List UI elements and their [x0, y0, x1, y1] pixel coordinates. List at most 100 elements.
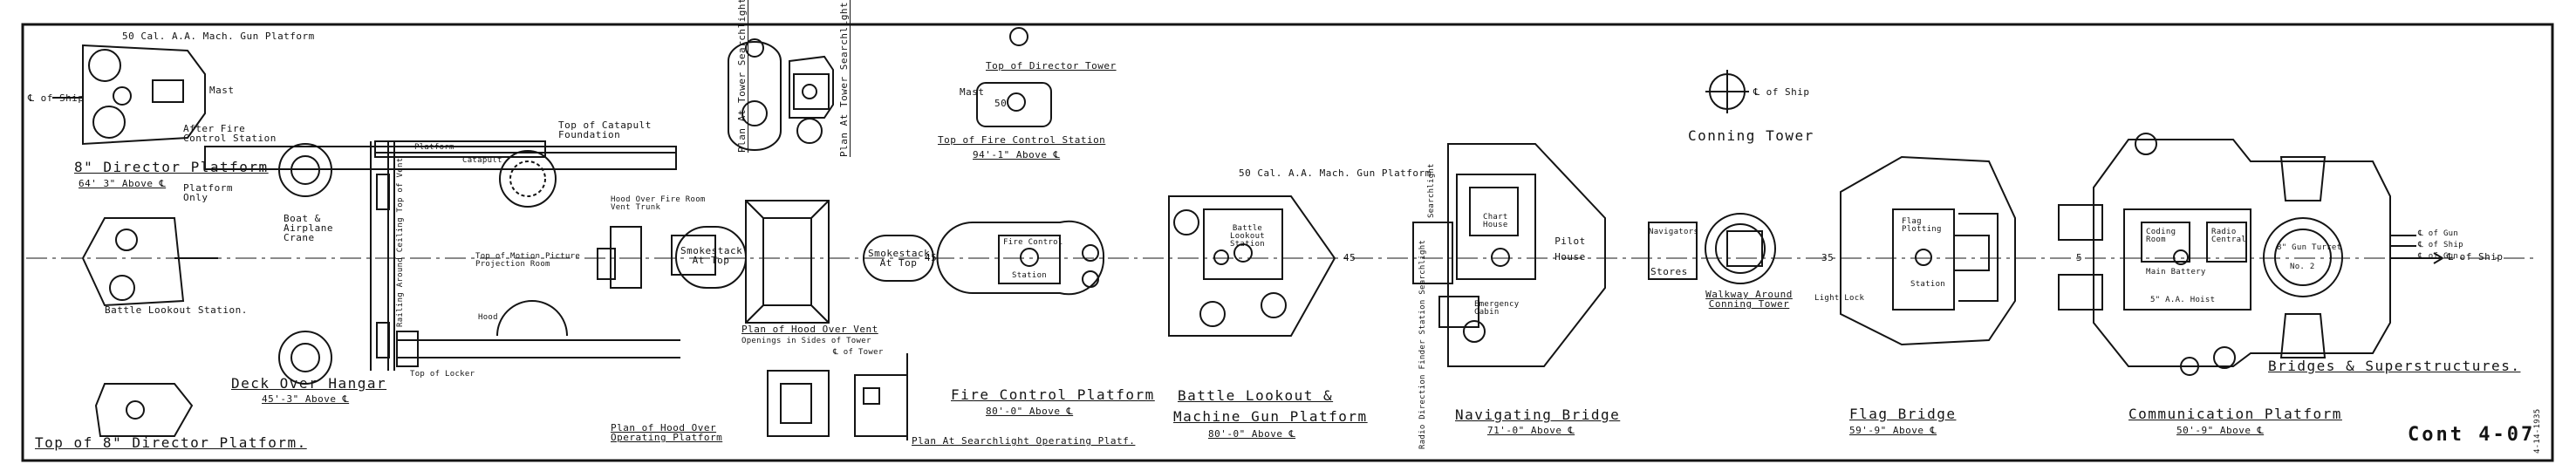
fire-control-dim-45: 45 — [925, 252, 938, 263]
after-fire-control-label: After Fire Control Station — [183, 123, 277, 144]
boat-crane-label: Boat & Airplane Crane — [284, 213, 333, 243]
radio-direction-label: Radio Direction Finder Station Searchlig… — [1418, 239, 1427, 449]
communication-platform-height: 50'-9" Above ℄ — [2176, 425, 2265, 436]
stores-label: Stores — [1650, 266, 1688, 277]
platform-only-label: Platform Only — [183, 182, 233, 203]
conning-cl-ship-label: ℄ of Ship — [1753, 86, 1810, 98]
emergency-cabin-label: Emergency Cabin — [1474, 300, 1520, 317]
director-platform-height: 64' 3" Above ℄ — [79, 178, 167, 189]
director-top-plan — [94, 383, 194, 437]
cl-gun-1-label: ℄ of Gun — [2418, 229, 2459, 238]
navigating-bridge-height: 71'-0" Above ℄ — [1487, 425, 1575, 436]
director-cl-ship-label: ℄ of Ship — [28, 92, 85, 104]
searchlight-label: Searchlight — [1427, 163, 1436, 218]
main-battery-label: Main Battery — [2146, 268, 2206, 276]
flag-bridge-title: Flag Bridge — [1849, 406, 1957, 422]
battle-lookout-plan-left — [81, 217, 218, 307]
plan-at-tower-1-label: Plan At Tower Searchlight Platform — [736, 0, 748, 153]
navigators-label: Navigators — [1649, 228, 1699, 236]
motion-picture-room — [597, 226, 716, 289]
cl-gun-2-label: ℄ of Gun — [2418, 252, 2459, 261]
hood-over-vent — [745, 200, 830, 324]
platform-label: Platform — [414, 143, 454, 152]
margin-note: 4-14-1935 — [2533, 408, 2542, 454]
battle-lookout-aa-label: 50 Cal. A.A. Mach. Gun Platform — [1239, 167, 1431, 179]
fire-control-platform-height: 80'-0" Above ℄ — [986, 406, 1074, 417]
fire-control-station-height: 94'-1" Above ℄ — [973, 149, 1061, 160]
cl-ship-2-label: ℄ of Ship — [2447, 251, 2504, 263]
battle-lookout-station-left-label: Battle Lookout Station. — [105, 304, 248, 316]
openings-label: Openings in Sides of Tower — [741, 337, 871, 345]
top-of-8-director-label: Top of 8" Director Platform. — [35, 434, 307, 451]
hood-label: Hood — [478, 313, 498, 322]
battle-lookout-station-label: Battle Lookout Station — [1229, 224, 1266, 249]
director-mast-label: Mast — [209, 85, 235, 96]
deck-over-hangar-height: 45'-3" Above ℄ — [262, 393, 350, 405]
flag-plotting-label: Flag Plotting — [1902, 217, 1942, 234]
communication-platform — [2058, 133, 2416, 376]
light-lock-label: Light Lock — [1814, 294, 1865, 303]
cl-tower-label: ℄ of Tower — [833, 348, 884, 357]
battle-lookout-title-1: Battle Lookout & — [1178, 387, 1334, 404]
flag-station-label: Station — [1910, 280, 1946, 289]
conning-tower — [1648, 70, 1776, 284]
catapult-label: Catapult — [462, 156, 502, 165]
coding-room-label: Coding Room — [2146, 228, 2176, 244]
searchlight-operating-platform — [854, 353, 908, 440]
drawing-number: Cont 4-07 — [2408, 424, 2536, 446]
top-of-director-tower-label: Top of Director Tower — [986, 60, 1117, 72]
smokestack-2-label: Smokestack At Top — [868, 248, 931, 269]
plan-at-tower-2-label: Plan At Tower Searchlight Platform — [838, 0, 850, 157]
smokestack-1-label: Smokestack At Top — [680, 245, 743, 266]
flag-bridge — [1840, 155, 2016, 346]
plan-hood-vent-label: Plan of Hood Over Vent — [741, 324, 878, 335]
hangar-deck — [396, 150, 680, 367]
fire-control-mast-label: Mast — [960, 86, 985, 98]
battle-lookout-height: 80'-0" Above ℄ — [1208, 428, 1296, 440]
chart-house-label: Chart House — [1483, 213, 1508, 229]
flag-dim-35: 35 — [1821, 252, 1835, 263]
fire-control-dim-50: 50 — [994, 98, 1008, 109]
comm-dim-5: 5 — [2076, 252, 2083, 263]
walkway-label: Walkway Around Conning Tower — [1705, 289, 1793, 310]
hood-operating-platform — [767, 370, 830, 437]
aa-hoist-label: 5" A.A. Hoist — [2150, 296, 2216, 304]
plan-hood-operating-label: Plan of Hood Over Operating Platform — [611, 422, 723, 443]
navigating-bridge — [1412, 143, 1606, 367]
deck-over-hangar-title: Deck Over Hangar — [231, 375, 387, 392]
communication-platform-title: Communication Platform — [2128, 406, 2342, 422]
sheet-border — [21, 23, 2554, 462]
director-platform-plan — [52, 44, 206, 146]
conning-tower-title: Conning Tower — [1688, 127, 1814, 144]
searchlight-platform-plans — [728, 38, 834, 151]
top-of-locker-label: Top of Locker — [410, 370, 475, 379]
fire-control-platform-title: Fire Control Platform — [951, 386, 1155, 403]
sheet-title: Bridges & Superstructures. — [2268, 358, 2521, 374]
railing-label: Railing Around Ceiling Top of Vent — [396, 157, 405, 327]
gun-turret-label: 8" Gun Turret — [2277, 243, 2342, 252]
navigating-bridge-title: Navigating Bridge — [1455, 406, 1621, 423]
battle-lookout-title-2: Machine Gun Platform — [1173, 408, 1368, 425]
catapult-platform — [204, 140, 677, 385]
director-tower — [976, 27, 1052, 127]
battle-lookout-platform — [1168, 195, 1336, 337]
centerline-arrow — [2416, 252, 2443, 264]
fire-control-platform — [936, 220, 1105, 296]
hood-fire-room-label: Hood Over Fire Room Vent Trunk — [611, 195, 706, 212]
top-of-fire-control-station-label: Top of Fire Control Station — [938, 134, 1106, 146]
fire-control-station-inner-label: Station — [1012, 271, 1048, 280]
smokestack-2 — [863, 235, 934, 282]
flag-bridge-height: 59'-9" Above ℄ — [1849, 425, 1937, 436]
motion-picture-label: Top of Motion Picture Projection Room — [475, 252, 581, 269]
director-aa-platform-label: 50 Cal. A.A. Mach. Gun Platform — [122, 31, 315, 42]
plan-searchlight-operating-label: Plan At Searchlight Operating Platf. — [912, 435, 1136, 447]
fire-control-inner-label: Fire Control — [1003, 238, 1063, 247]
catapult-foundation-label: Top of Catapult Foundation — [558, 119, 652, 140]
pilot-house-label: Pilot House — [1554, 236, 1586, 263]
battle-lookout-dim-45: 45 — [1343, 252, 1356, 263]
turret-no-label: No. 2 — [2290, 263, 2315, 271]
cl-ship-1-label: ℄ of Ship — [2418, 241, 2463, 249]
director-platform-title: 8" Director Platform — [74, 159, 269, 175]
